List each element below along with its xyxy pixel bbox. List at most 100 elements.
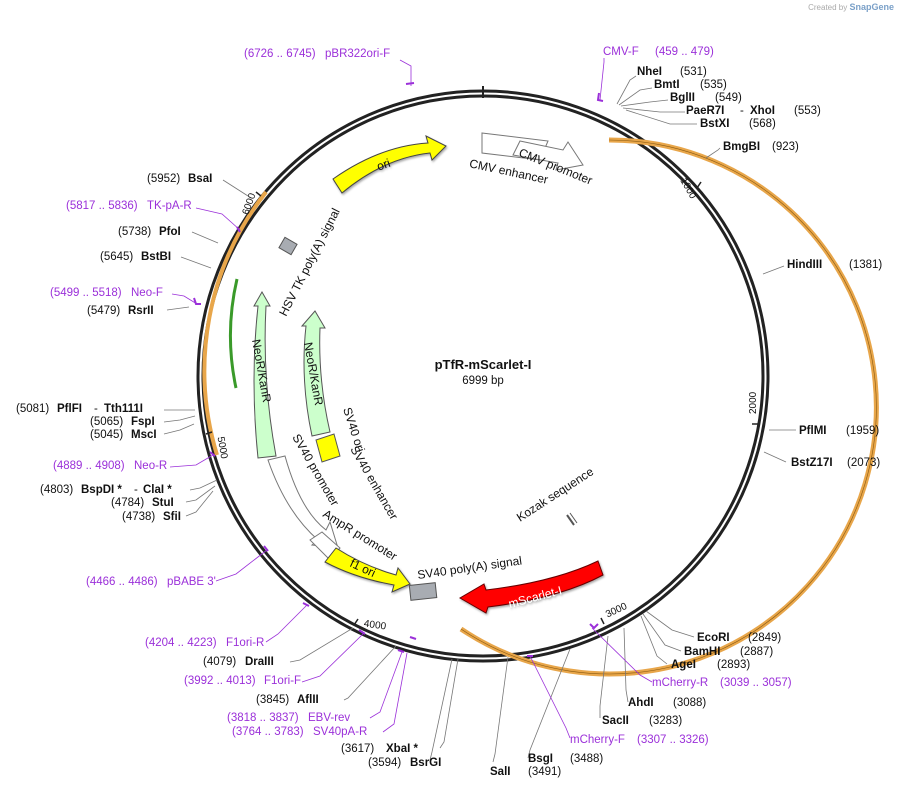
- site-rsrii[interactable]: (5479) RsrII: [87, 305, 154, 317]
- site-ahdi[interactable]: AhdI (3088): [628, 697, 706, 709]
- site-name: BglII: [670, 92, 695, 104]
- primer-range: (3992 .. 4013): [184, 675, 256, 687]
- primer-tk-pa-r[interactable]: (5817 .. 5836) TK-pA-R: [66, 200, 192, 212]
- primer-range: (3818 .. 3837): [227, 712, 299, 724]
- site-sep: -: [740, 105, 744, 117]
- snapgene-credit: Created by SnapGene: [808, 2, 894, 12]
- site-stui[interactable]: (4784) StuI: [111, 497, 174, 509]
- site-pflmi[interactable]: PflMI (1959): [799, 425, 879, 437]
- primer-f1ori-f[interactable]: (3992 .. 4013) F1ori-F: [184, 675, 301, 687]
- site-bmti[interactable]: BmtI (535): [654, 79, 727, 91]
- site-name: PflFI: [57, 403, 82, 415]
- primer-name: CMV-F: [603, 46, 639, 58]
- label-sv40-enhancer: SV40 enhancer: [347, 444, 400, 523]
- primer-pbr322ori-f[interactable]: (6726 .. 6745) pBR322ori-F: [244, 48, 390, 60]
- site-sfii[interactable]: (4738) SfiI: [122, 511, 181, 523]
- tick-1000: 1000: [677, 176, 698, 201]
- site-name: AhdI: [628, 697, 654, 709]
- label-sv40-polya: SV40 poly(A) signal: [416, 553, 522, 582]
- primer-mcherry-r[interactable]: mCherry-R (3039 .. 3057): [652, 677, 792, 689]
- primer-name: F1ori-F: [264, 675, 301, 687]
- primer-name: Neo-R: [134, 460, 167, 472]
- primer-neo-r[interactable]: (4889 .. 4908) Neo-R: [53, 460, 167, 472]
- primer-ebv-rev[interactable]: (3818 .. 3837) EBV-rev: [227, 712, 350, 724]
- site-hindiii[interactable]: HindIII (1381): [787, 259, 882, 271]
- site-draiii[interactable]: (4079) DraIII: [203, 656, 274, 668]
- site-bspdi-clai[interactable]: (4803) BspDI * - ClaI *: [40, 484, 172, 496]
- site-pflfi-tth111i[interactable]: (5081) PflFI - Tth111I: [16, 403, 143, 415]
- created-by-text: Created by: [808, 3, 848, 12]
- site-name: SfiI: [163, 511, 181, 523]
- primer-neo-f[interactable]: (5499 .. 5518) Neo-F: [50, 287, 163, 299]
- site-ecori[interactable]: EcoRI (2849): [697, 632, 781, 644]
- primer-pbabe3[interactable]: (4466 .. 4486) pBABE 3': [86, 576, 216, 588]
- primer-mcherry-f[interactable]: mCherry-F (3307 .. 3326): [570, 734, 709, 746]
- primer-name: SV40pA-R: [313, 726, 367, 738]
- site-name: FspI: [131, 416, 155, 428]
- site-msci[interactable]: (5045) MscI: [90, 429, 157, 441]
- label-neor-kanr-outer: NeoR/KanR: [249, 338, 274, 404]
- site-name: PaeR7I: [686, 105, 724, 117]
- site-pos: (2887): [740, 646, 773, 658]
- site-name: RsrII: [128, 305, 154, 317]
- site-nhei[interactable]: NheI (531): [637, 66, 707, 78]
- site-name: BstZ17I: [791, 457, 833, 469]
- primer-range: (5817 .. 5836): [66, 200, 138, 212]
- site-name: MscI: [131, 429, 157, 441]
- site-pos: (3088): [673, 697, 706, 709]
- primer-cmv-f[interactable]: CMV-F (459 .. 479): [603, 46, 714, 58]
- site-pos: (3283): [649, 715, 682, 727]
- site-pos: (5738): [118, 226, 151, 238]
- primer-markers: [193, 82, 604, 657]
- primer-name: pBR322ori-F: [325, 48, 390, 60]
- feature-neor-kanr-inner: NeoR/KanR: [300, 310, 331, 437]
- feature-mscarlet: mScarlet-I: [459, 560, 604, 614]
- label-kozak: Kozak sequence: [514, 464, 596, 524]
- site-bsgi[interactable]: BsgI (3488): [528, 753, 603, 765]
- primer-range: (4204 .. 4223): [145, 637, 217, 649]
- site-bsrgi[interactable]: (3594) BsrGI: [368, 757, 441, 769]
- site-sep: -: [94, 403, 98, 415]
- plasmid-size: 6999 bp: [462, 375, 504, 387]
- orf-arc-large-outline: [460, 139, 877, 675]
- site-name: AgeI: [671, 659, 696, 671]
- primer-range: (3307 .. 3326): [637, 734, 709, 746]
- site-pos: (3617): [341, 743, 374, 755]
- site-pfoi[interactable]: (5738) PfoI: [118, 226, 181, 238]
- site-fspi[interactable]: (5065) FspI: [90, 416, 155, 428]
- site-pos: (568): [749, 118, 776, 130]
- site-aflii[interactable]: (3845) AflII: [256, 694, 319, 706]
- site-bstbi[interactable]: (5645) BstBI: [100, 251, 171, 263]
- site-name: SacII: [602, 715, 629, 727]
- site-pos: (4784): [111, 497, 144, 509]
- site-agei[interactable]: AgeI (2893): [671, 659, 750, 671]
- site-bstxi[interactable]: BstXI (568): [700, 118, 776, 130]
- site-name-2: Tth111I: [104, 403, 143, 415]
- site-bsai[interactable]: (5952) BsaI: [147, 173, 212, 185]
- site-name: SalI: [490, 766, 510, 778]
- primer-sv40pa-r[interactable]: (3764 .. 3783) SV40pA-R: [232, 726, 367, 738]
- orf-arc-green: [229, 278, 239, 389]
- site-name-2: ClaI *: [143, 484, 172, 496]
- site-pos: (3845): [256, 694, 289, 706]
- site-name: BmtI: [654, 79, 680, 91]
- site-name: HindIII: [787, 259, 822, 271]
- primer-range: (5499 .. 5518): [50, 287, 122, 299]
- primer-name: EBV-rev: [308, 712, 350, 724]
- label-hsv-tk-polya: HSV TK poly(A) signal: [276, 206, 343, 319]
- site-bglii[interactable]: BglII (549): [670, 92, 742, 104]
- site-bstz17i[interactable]: BstZ17I (2073): [791, 457, 880, 469]
- primer-f1ori-r[interactable]: (4204 .. 4223) F1ori-R: [145, 637, 264, 649]
- site-name: DraIII: [245, 656, 274, 668]
- site-pos: (1381): [849, 259, 882, 271]
- site-sali[interactable]: SalI (3491): [490, 766, 561, 778]
- site-xbai[interactable]: (3617) XbaI *: [341, 743, 418, 755]
- site-sacii[interactable]: SacII (3283): [602, 715, 682, 727]
- plasmid-name: pTfR-mScarlet-I: [435, 357, 532, 372]
- site-bamhi[interactable]: BamHI (2887): [684, 646, 773, 658]
- site-pos: (5045): [90, 429, 123, 441]
- site-bmgbi[interactable]: BmgBI (923): [723, 141, 799, 153]
- site-paer7i-xhoi[interactable]: PaeR7I - XhoI (553): [686, 105, 821, 117]
